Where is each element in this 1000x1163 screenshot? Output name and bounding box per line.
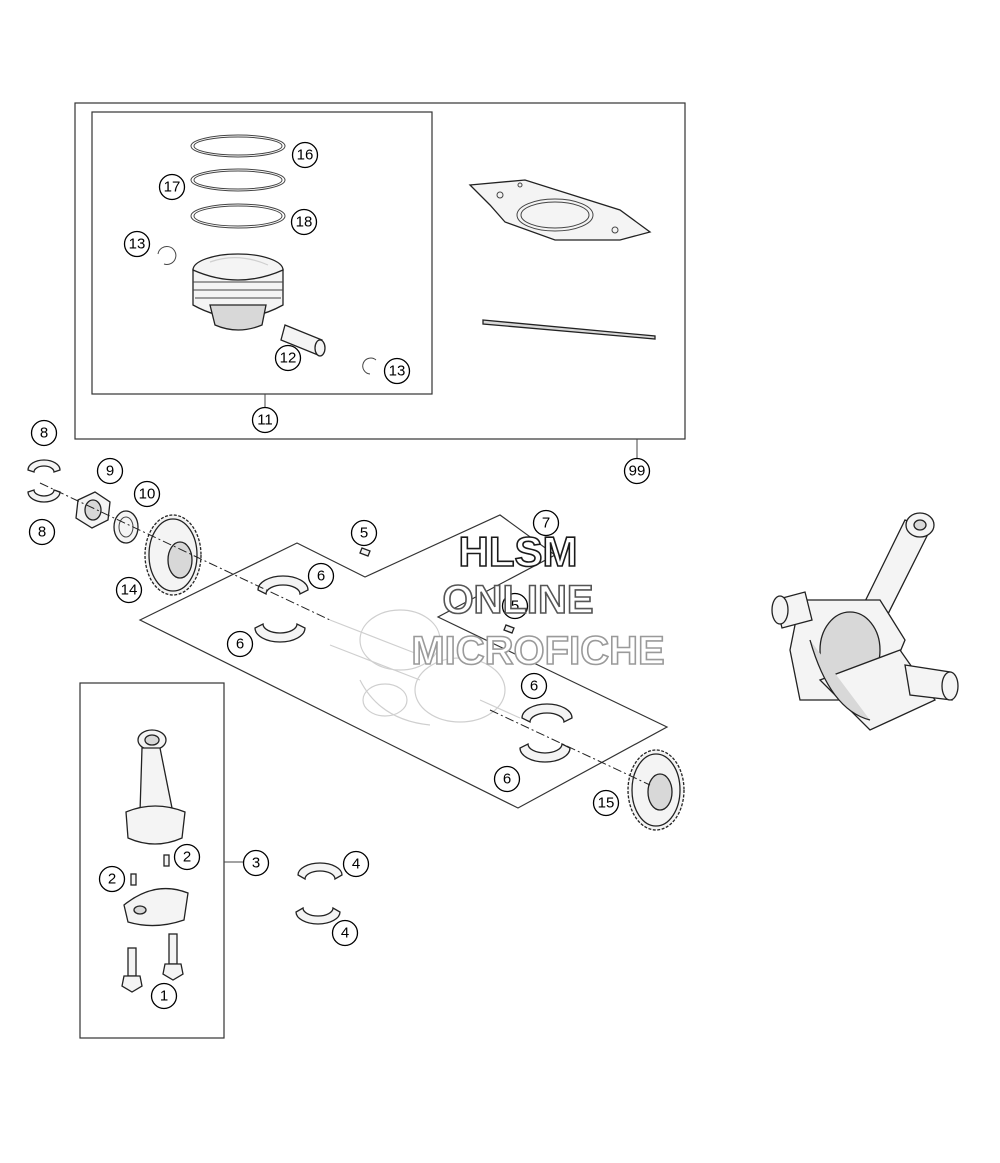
svg-text:13: 13 [389, 363, 406, 380]
main-bearing-shell-8-lower [27, 489, 61, 503]
callout-4[interactable]: 4 [342, 850, 370, 878]
svg-text:2: 2 [108, 871, 116, 888]
callout-15[interactable]: 15 [592, 789, 620, 817]
piston-ring-16 [190, 134, 286, 158]
svg-text:11: 11 [257, 412, 273, 429]
rod-cap [123, 887, 189, 927]
callout-3[interactable]: 3 [242, 849, 270, 877]
svg-text:8: 8 [38, 524, 46, 541]
piston [192, 253, 284, 331]
callout-6[interactable]: 6 [226, 630, 254, 658]
callout-6[interactable]: 6 [520, 672, 548, 700]
callout-11[interactable]: 11 [251, 406, 279, 434]
rod-bolt-1a [121, 947, 143, 993]
main-bearing-shell-6a [257, 575, 309, 596]
callout-9[interactable]: 9 [96, 457, 124, 485]
kit-99-frame [74, 102, 686, 458]
woodruff-key-5b [503, 624, 515, 634]
callout-12[interactable]: 12 [274, 344, 302, 372]
svg-text:18: 18 [296, 214, 313, 231]
svg-text:5: 5 [511, 598, 519, 615]
svg-text:17: 17 [164, 179, 181, 196]
svg-text:4: 4 [352, 856, 360, 873]
gear-14 [144, 514, 202, 596]
callout-6[interactable]: 6 [307, 562, 335, 590]
main-bearing-shell-6b [254, 622, 306, 643]
callout-7[interactable]: 7 [532, 509, 560, 537]
piston-ring-17 [190, 168, 286, 192]
svg-text:4: 4 [341, 925, 349, 942]
main-bearing-shell-6d [519, 742, 571, 763]
svg-text:15: 15 [598, 795, 615, 812]
crankshaft-axis-line [39, 482, 651, 786]
svg-text:8: 8 [40, 425, 48, 442]
dowel-2b [163, 854, 170, 867]
svg-text:14: 14 [121, 582, 138, 599]
svg-text:9: 9 [106, 463, 114, 480]
svg-text:1: 1 [160, 988, 168, 1005]
piston-circlip-13-right [362, 357, 377, 375]
callout-18[interactable]: 18 [290, 208, 318, 236]
svg-text:16: 16 [297, 147, 314, 164]
callout-2[interactable]: 2 [173, 843, 201, 871]
svg-text:12: 12 [280, 350, 297, 367]
callout-6[interactable]: 6 [493, 765, 521, 793]
washer-10 [113, 510, 139, 544]
svg-text:2: 2 [183, 849, 191, 866]
callout-13[interactable]: 13 [383, 357, 411, 385]
svg-text:3: 3 [252, 855, 260, 872]
callout-17[interactable]: 17 [158, 173, 186, 201]
callout-10[interactable]: 10 [133, 480, 161, 508]
svg-text:10: 10 [139, 486, 156, 503]
svg-text:6: 6 [503, 771, 511, 788]
watermark-line-2: ONLINE [442, 578, 593, 622]
svg-text:6: 6 [236, 636, 244, 653]
nut-9 [75, 491, 111, 529]
callout-5[interactable]: 5 [350, 519, 378, 547]
watermark-line-3: MICROFICHE [411, 629, 664, 673]
svg-text:6: 6 [317, 568, 325, 585]
rod-bolt-1b [162, 933, 184, 981]
piston-circlip-13-left [157, 245, 177, 265]
callout-8[interactable]: 8 [30, 419, 58, 447]
svg-text:5: 5 [360, 525, 368, 542]
bearing-group-frame [138, 514, 669, 809]
callout-13[interactable]: 13 [123, 230, 151, 258]
piston-ring-18 [190, 203, 286, 229]
svg-text:99: 99 [629, 463, 646, 480]
svg-text:6: 6 [530, 678, 538, 695]
callout-8[interactable]: 8 [28, 518, 56, 546]
callout-2[interactable]: 2 [98, 865, 126, 893]
main-bearing-shell-8-upper [27, 459, 61, 473]
callout-4[interactable]: 4 [331, 919, 359, 947]
gear-15 [627, 749, 685, 831]
rod-bearing-shell-4a [297, 862, 343, 881]
callout-14[interactable]: 14 [115, 576, 143, 604]
callout-5[interactable]: 5 [501, 592, 529, 620]
base-gasket-strip [482, 319, 656, 340]
dowel-2a [130, 873, 137, 886]
callout-99[interactable]: 99 [623, 457, 651, 485]
watermark-line-1: HLSM [459, 528, 578, 575]
rod-bearing-shell-4b [295, 906, 341, 925]
callout-16[interactable]: 16 [291, 141, 319, 169]
assembled-crankshaft [771, 512, 959, 731]
callout-1[interactable]: 1 [150, 982, 178, 1010]
piston-pin-12 [280, 324, 326, 357]
svg-text:7: 7 [542, 515, 550, 532]
svg-text:13: 13 [129, 236, 146, 253]
main-bearing-shell-6c [521, 703, 573, 724]
cylinder-head-gasket [468, 179, 652, 241]
crankshaft-ghost [329, 609, 521, 726]
kit-11-frame [91, 111, 433, 408]
watermark: HLSM ONLINE MICROFICHE [411, 527, 666, 674]
connecting-rod [125, 729, 186, 845]
woodruff-key-5a [359, 547, 371, 557]
kit-3-frame [79, 682, 243, 1039]
